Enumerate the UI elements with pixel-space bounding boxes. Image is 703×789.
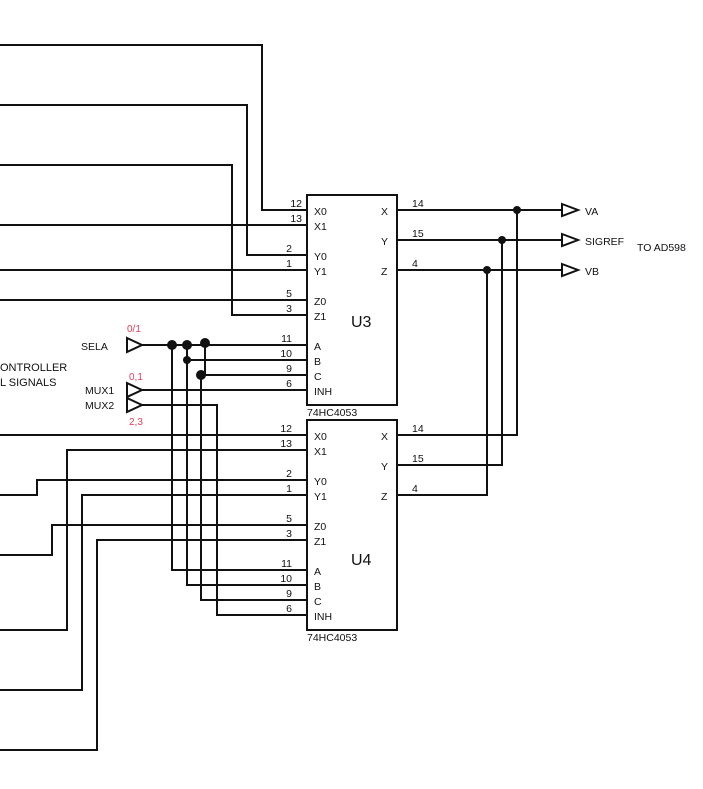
u3-designator: U3 bbox=[351, 314, 372, 331]
mux2-state-note: 2,3 bbox=[129, 417, 143, 428]
controller-label-line1: ONTROLLER bbox=[0, 362, 67, 374]
u3-pin-c-num: 9 bbox=[286, 363, 292, 375]
control-junction-dots bbox=[167, 338, 210, 380]
input-ports: SELA MUX1 MUX2 ONTROLLER L SIGNALS 0/1 0… bbox=[0, 324, 145, 428]
mux2-port-arrow bbox=[126, 396, 145, 414]
mux1-state-note: 0,1 bbox=[129, 372, 143, 383]
u3-pin-z1-num: 3 bbox=[286, 303, 292, 315]
u4-pin-z1-num: 3 bbox=[286, 528, 292, 540]
u4-designator: U4 bbox=[351, 552, 372, 569]
u3-pin-b-name: B bbox=[314, 356, 321, 368]
u3-pin-c-name: C bbox=[314, 371, 322, 383]
u4-pin-c-name: C bbox=[314, 596, 322, 608]
u3-pin-z0-name: Z0 bbox=[314, 296, 326, 308]
mux1-port-label: MUX1 bbox=[85, 385, 114, 397]
u4-pin-x0-name: X0 bbox=[314, 431, 327, 443]
u3-pin-z-name: Z bbox=[381, 266, 388, 278]
u4-pin-z1-name: Z1 bbox=[314, 536, 326, 548]
u3-pin-x-num: 14 bbox=[412, 198, 424, 210]
output-wires bbox=[396, 206, 563, 496]
u4-labels: U4 74HC4053 12 X0 13 X1 2 Y0 1 Y1 5 Z0 3… bbox=[280, 423, 424, 644]
va-port-label: VA bbox=[585, 206, 598, 218]
u4-pin-y-num: 15 bbox=[412, 453, 424, 465]
u4-chip-body bbox=[306, 419, 398, 631]
u3-pin-y0-name: Y0 bbox=[314, 251, 327, 263]
u4-pin-x1-name: X1 bbox=[314, 446, 327, 458]
u3-pin-y0-num: 2 bbox=[286, 243, 292, 255]
sela-port-arrow bbox=[126, 336, 145, 354]
u4-pin-y0-name: Y0 bbox=[314, 476, 327, 488]
u3-pin-x1-name: X1 bbox=[314, 221, 327, 233]
u4-pin-z-name: Z bbox=[381, 491, 388, 503]
u4-pin-z0-num: 5 bbox=[286, 513, 292, 525]
u3-pin-inh-num: 6 bbox=[286, 378, 292, 390]
u3-pin-x1-num: 13 bbox=[290, 213, 302, 225]
u3-pin-z0-num: 5 bbox=[286, 288, 292, 300]
u3-chip-body bbox=[306, 194, 398, 406]
u4-pin-z0-name: Z0 bbox=[314, 521, 326, 533]
u3-pin-z-num: 4 bbox=[412, 258, 418, 270]
u4-pin-x0-num: 12 bbox=[280, 423, 292, 435]
u4-pin-b-num: 10 bbox=[280, 573, 292, 585]
u3-pin-z1-name: Z1 bbox=[314, 311, 326, 323]
u3-pin-x0-name: X0 bbox=[314, 206, 327, 218]
u3-pin-y1-name: Y1 bbox=[314, 266, 327, 278]
u4-input-wires bbox=[0, 434, 308, 751]
u3-pin-a-name: A bbox=[314, 341, 321, 353]
u3-pin-y-num: 15 bbox=[412, 228, 424, 240]
controller-label-line2: L SIGNALS bbox=[0, 377, 56, 389]
u4-part-number: 74HC4053 bbox=[307, 632, 357, 644]
va-port-arrow bbox=[561, 202, 581, 218]
u4-pin-y1-num: 1 bbox=[286, 483, 292, 495]
u3-pin-y-name: Y bbox=[381, 236, 388, 248]
u3-pin-y1-num: 1 bbox=[286, 258, 292, 270]
u4-pin-x1-num: 13 bbox=[280, 438, 292, 450]
u4-pin-inh-num: 6 bbox=[286, 603, 292, 615]
u4-pin-z-num: 4 bbox=[412, 483, 418, 495]
u4-pin-inh-name: INH bbox=[314, 611, 332, 623]
u4-pin-x-num: 14 bbox=[412, 423, 424, 435]
sigref-port-arrow bbox=[561, 232, 581, 248]
vb-port-arrow bbox=[561, 262, 581, 278]
u4-pin-a-name: A bbox=[314, 566, 321, 578]
u4-pin-y-name: Y bbox=[381, 461, 388, 473]
u3-pin-inh-name: INH bbox=[314, 386, 332, 398]
control-bus-wires bbox=[141, 344, 308, 616]
u4-pin-b-name: B bbox=[314, 581, 321, 593]
u4-pin-a-num: 11 bbox=[281, 558, 292, 570]
u3-pin-x0-num: 12 bbox=[290, 198, 302, 210]
mux2-port-label: MUX2 bbox=[85, 400, 114, 412]
destination-label: TO AD598 bbox=[637, 242, 686, 254]
sela-state-note: 0/1 bbox=[127, 324, 141, 335]
vb-port-label: VB bbox=[585, 266, 599, 278]
mux1-port-arrow bbox=[126, 381, 145, 399]
output-ports: VA SIGREF VB TO AD598 bbox=[561, 202, 686, 278]
u3-pin-x-name: X bbox=[381, 206, 388, 218]
sela-port-label: SELA bbox=[81, 341, 108, 353]
u4-pin-y1-name: Y1 bbox=[314, 491, 327, 503]
u4-pin-y0-num: 2 bbox=[286, 468, 292, 480]
u3-labels: U3 74HC4053 12 X0 13 X1 2 Y0 1 Y1 5 Z0 3… bbox=[280, 198, 424, 419]
u4-pin-c-num: 9 bbox=[286, 588, 292, 600]
u3-pin-a-num: 11 bbox=[281, 333, 292, 345]
u3-pin-b-num: 10 bbox=[280, 348, 292, 360]
sigref-port-label: SIGREF bbox=[585, 236, 624, 248]
u4-pin-x-name: X bbox=[381, 431, 388, 443]
u3-input-wires bbox=[0, 44, 308, 316]
u3-part-number: 74HC4053 bbox=[307, 407, 357, 419]
